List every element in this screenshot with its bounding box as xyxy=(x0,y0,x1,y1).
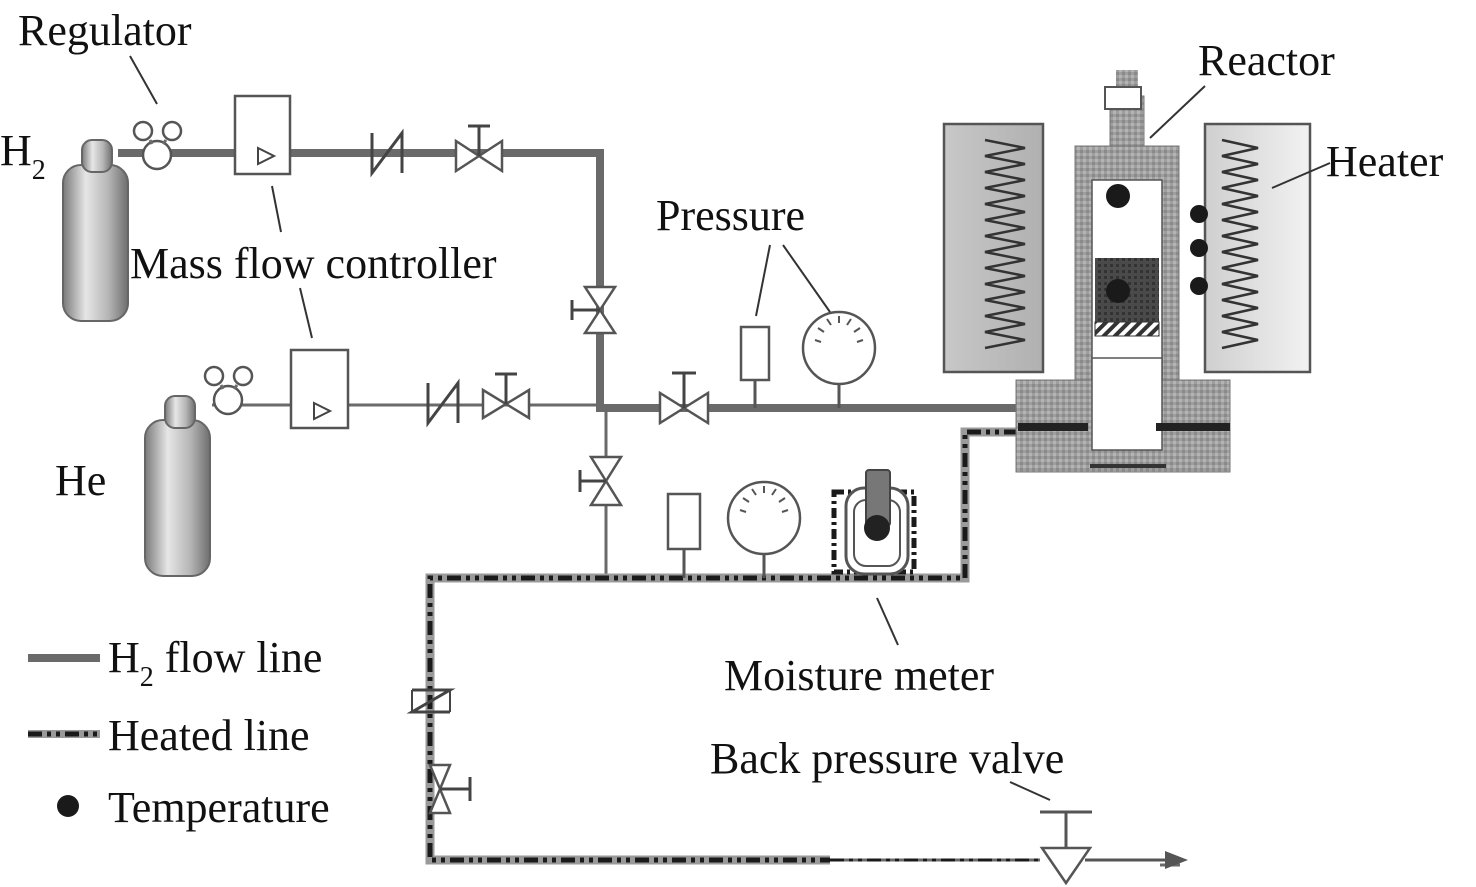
moisture-meter-label: Moisture meter xyxy=(724,651,994,700)
back-pressure-valve-label: Back pressure valve xyxy=(710,734,1064,783)
heater-left xyxy=(942,122,1045,374)
h2-cylinder-label: H2 xyxy=(0,126,46,186)
temperature-sensor-icon xyxy=(1106,184,1130,208)
legend-heated-line-label: Heated line xyxy=(108,711,310,760)
pressure-transducer-lower xyxy=(666,492,702,578)
temperature-sensor-icon xyxy=(1190,277,1208,295)
outlet-needle-valve-icon xyxy=(428,763,472,815)
temperature-sensors xyxy=(1106,184,1208,303)
he-check-valve-icon xyxy=(426,378,460,428)
outlet-check-valve-icon xyxy=(406,688,456,714)
h2-check-valve-icon xyxy=(370,128,404,178)
pressure-label: Pressure xyxy=(656,191,805,240)
leader-lines xyxy=(129,55,1331,801)
heated-lines xyxy=(425,427,1188,869)
h2-gas-cylinder xyxy=(62,139,129,322)
h2-needle-valve-icon xyxy=(454,124,504,174)
moisture-meter xyxy=(831,469,917,576)
vertical-valve-upper-icon xyxy=(570,285,618,335)
outlet-arrow-icon xyxy=(1165,851,1188,869)
legend: H2 flow line Heated line Temperature xyxy=(28,633,330,832)
thin-lines xyxy=(212,403,1180,867)
back-pressure-valve-icon xyxy=(1039,810,1093,886)
heater-label: Heater xyxy=(1326,137,1444,186)
h2-regulator xyxy=(132,120,183,171)
h2-flow-lines xyxy=(118,149,1018,412)
pressure-gauge-lower-icon xyxy=(726,480,802,578)
reactor-vessel xyxy=(1015,70,1231,473)
he-needle-valve-icon xyxy=(481,372,531,421)
legend-h2-flow-line-label: H2 flow line xyxy=(108,633,322,693)
pressure-transducer-upper xyxy=(739,325,771,408)
h2-label-sub: 2 xyxy=(32,155,46,186)
regulator-label: Regulator xyxy=(18,6,192,55)
he-mass-flow-controller xyxy=(289,348,350,430)
he-regulator xyxy=(203,365,254,416)
temperature-sensor-icon xyxy=(1106,279,1130,303)
heater-right xyxy=(1203,122,1312,374)
h2-mass-flow-controller xyxy=(233,94,292,176)
legend-temperature-label: Temperature xyxy=(108,783,330,832)
legend-temperature-icon xyxy=(57,795,79,817)
mass-flow-controller-label: Mass flow controller xyxy=(130,239,497,288)
temperature-sensor-icon xyxy=(1190,239,1208,257)
he-gas-cylinder xyxy=(144,395,211,577)
main-line-valve-icon xyxy=(658,371,710,426)
pressure-gauge-upper-icon xyxy=(801,310,877,408)
vertical-valve-lower-icon xyxy=(578,455,624,507)
he-cylinder-label: He xyxy=(55,456,106,505)
reactor-label: Reactor xyxy=(1198,36,1335,85)
h2-label-main: H xyxy=(0,126,32,175)
temperature-sensor-icon xyxy=(1190,205,1208,223)
